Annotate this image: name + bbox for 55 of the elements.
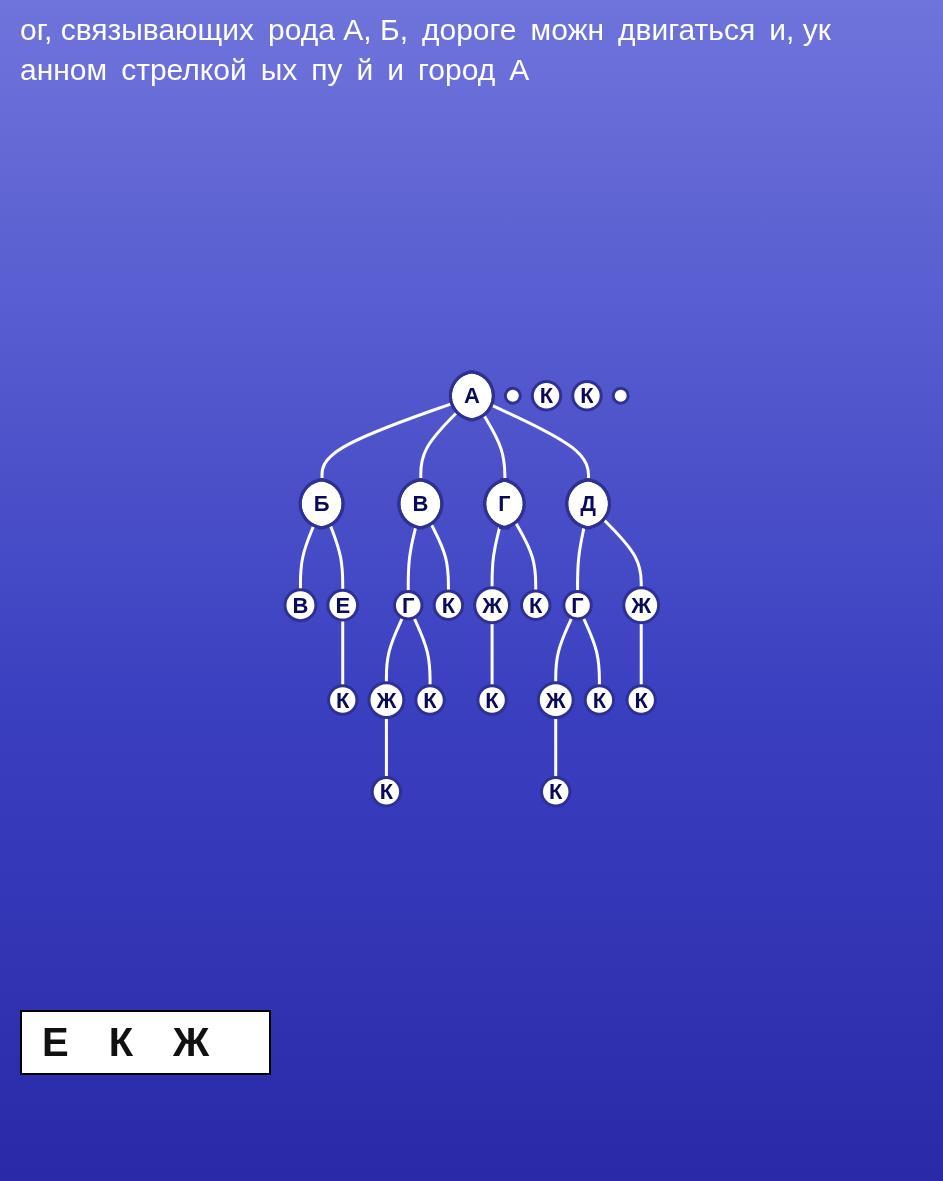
slide-text: пу — [311, 52, 343, 88]
slide-text: город — [418, 52, 496, 88]
connector — [575, 526, 586, 592]
connector — [412, 617, 432, 686]
connector — [490, 526, 502, 588]
slide-text: й — [356, 52, 374, 88]
connector — [298, 525, 315, 590]
graph-vertex-label: Ж — [173, 1020, 210, 1064]
connector — [553, 717, 557, 778]
connector — [406, 526, 417, 592]
slide-text: и — [387, 52, 404, 88]
connector — [581, 617, 601, 686]
node-circle: Ж — [536, 681, 575, 720]
node-circle: К — [519, 589, 552, 621]
slide-text: анном — [20, 52, 108, 88]
node-circle: Г — [562, 589, 593, 621]
connector — [384, 717, 388, 778]
slide-text: и, ук — [769, 12, 831, 48]
connector — [429, 523, 450, 591]
node-circle — [503, 386, 522, 405]
node-circle: В — [283, 588, 318, 623]
slide-text: А — [509, 52, 530, 88]
node-circle: К — [625, 684, 657, 716]
connector — [639, 622, 643, 686]
node-circle: К — [432, 589, 464, 621]
node-circle — [611, 386, 630, 405]
connector — [514, 522, 537, 591]
graph-vertex-label: К — [108, 1020, 134, 1064]
slide-text: можн — [530, 12, 605, 48]
node-circle: Ж — [367, 681, 405, 720]
node-circle: К — [414, 684, 446, 716]
node-circle: К — [539, 776, 572, 808]
node-circle: К — [570, 380, 603, 412]
slide-text: рода А, Б, — [268, 12, 408, 48]
graph-vertex-label: Е — [42, 1020, 69, 1064]
slide-text: двигаться — [618, 12, 756, 48]
node-circle: Г — [392, 589, 424, 621]
connector — [340, 620, 344, 686]
node-circle: Ж — [621, 586, 660, 625]
connector — [384, 617, 404, 683]
node-circle: К — [530, 380, 562, 412]
node-circle: К — [326, 684, 359, 716]
connector — [328, 525, 344, 591]
slide-text: ых — [260, 52, 298, 88]
slide-text: дороге — [421, 12, 517, 48]
connector — [553, 617, 573, 683]
slide-text: стрелкой — [121, 52, 247, 88]
node-circle: К — [476, 684, 508, 716]
connector — [602, 518, 643, 588]
node-circle: Е — [326, 588, 359, 622]
node-circle: К — [370, 776, 402, 808]
node-circle: К — [583, 684, 615, 716]
connector — [490, 622, 494, 686]
slide-text: ог, связывающих — [20, 12, 255, 48]
node-circle: Ж — [472, 586, 511, 625]
